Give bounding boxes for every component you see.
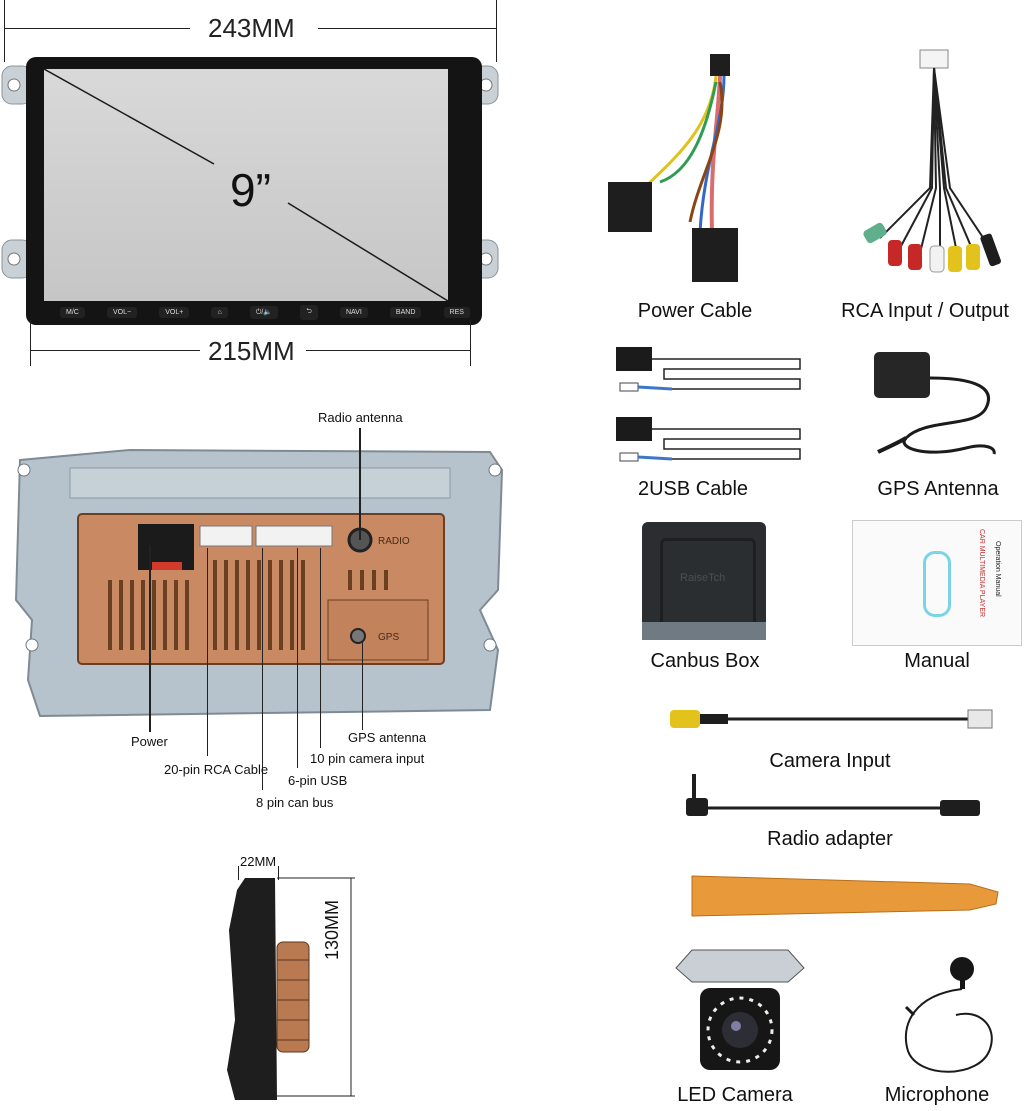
- screen-diagonal: [44, 69, 448, 301]
- radio-antenna-label: Radio antenna: [318, 410, 403, 425]
- rca-line: [207, 548, 208, 756]
- canbus-caption: Canbus Box: [650, 650, 760, 672]
- manual-caption: Manual: [904, 650, 970, 672]
- rear-chassis: [14, 448, 504, 718]
- canbus-box-base: [642, 622, 766, 640]
- vol-up-button[interactable]: VOL+: [159, 306, 190, 318]
- microphone-image: [904, 957, 993, 1073]
- dimension-tick-right: [496, 0, 497, 62]
- dimension-line-right-2: [306, 350, 470, 351]
- width-dimension-label: 243MM: [208, 13, 295, 43]
- microphone-caption: Microphone: [884, 1084, 990, 1106]
- band-button[interactable]: BAND: [389, 306, 422, 318]
- canbus-label: 8 pin can bus: [256, 795, 334, 810]
- home-button[interactable]: ⌂: [211, 306, 228, 318]
- screen-size-label: 9”: [230, 164, 271, 216]
- power-cable-image: [608, 54, 738, 282]
- touch-screen[interactable]: 9”: [44, 69, 448, 301]
- power-mute-button[interactable]: ⏻/🔈: [249, 305, 279, 319]
- dimension-line-right: [318, 28, 496, 29]
- manual-subtitle: Operation Manual: [994, 541, 1001, 597]
- radio-adapter-image: [686, 774, 980, 816]
- manual-cover-graphic: [923, 551, 951, 617]
- inner-width-dimension-label: 215MM: [208, 336, 295, 366]
- dimension-tick-left-2: [30, 320, 31, 366]
- dimension-line-left: [4, 28, 190, 29]
- depth-dimension-label: 22MM: [240, 854, 277, 869]
- dimension-line-left-2: [30, 350, 200, 351]
- camera-input-label: 10 pin camera input: [310, 751, 425, 766]
- usb-line: [297, 548, 298, 768]
- height-dimension-label: 130MM: [322, 899, 342, 960]
- rca-caption: RCA Input / Output: [841, 300, 1009, 322]
- rca-label: 20-pin RCA Cable: [164, 762, 269, 777]
- pry-tool-image: [691, 875, 999, 917]
- vol-down-button[interactable]: VOL−: [106, 306, 138, 318]
- gps-antenna-image: [874, 352, 996, 455]
- gps-caption: GPS Antenna: [877, 478, 999, 500]
- radio-adapter-caption: Radio adapter: [767, 828, 893, 850]
- canbus-brand: RaiseTch: [680, 572, 726, 584]
- power-label: Power: [131, 734, 168, 749]
- rca-cable-image: [863, 49, 1001, 273]
- power-cable-caption: Power Cable: [637, 300, 753, 322]
- gps-antenna-line: [362, 642, 363, 730]
- radio-antenna-line: [359, 428, 361, 540]
- usb-caption: 2USB Cable: [637, 478, 749, 500]
- power-line: [149, 545, 151, 732]
- manual-image: CAR MULTIMEDIA PLAYER Operation Manual: [852, 520, 1022, 646]
- manual-title: CAR MULTIMEDIA PLAYER: [978, 529, 985, 618]
- front-button-row: M/C VOL− VOL+ ⌂ ⏻/🔈 ⮌ NAVI BAND RES: [60, 304, 470, 320]
- back-button[interactable]: ⮌: [300, 304, 318, 320]
- depth-tick-right: [278, 866, 279, 880]
- canbus-box-image: RaiseTch: [642, 522, 766, 640]
- led-camera-image: [675, 949, 805, 1070]
- navi-button[interactable]: NAVI: [339, 306, 368, 318]
- camera-input-cable-image: [670, 709, 993, 729]
- usb-cable-image: [616, 347, 801, 462]
- head-unit-bezel: 9” M/C VOL− VOL+ ⌂ ⏻/🔈 ⮌ NAVI BAND RES: [26, 57, 482, 325]
- camera-line: [320, 548, 321, 748]
- led-camera-caption: LED Camera: [677, 1084, 793, 1106]
- usb-label: 6-pin USB: [288, 773, 348, 788]
- canbus-line: [262, 548, 263, 790]
- res-button[interactable]: RES: [443, 306, 470, 318]
- mc-button[interactable]: M/C: [60, 306, 85, 318]
- radio-silk-label: RADIO: [378, 536, 410, 547]
- camera-input-caption: Camera Input: [769, 750, 891, 772]
- dimension-tick-right-2: [470, 320, 471, 366]
- gps-silk-label: GPS: [378, 632, 400, 643]
- gps-antenna-label: GPS antenna: [348, 730, 427, 745]
- dimension-tick-left: [4, 0, 5, 62]
- side-profile: [227, 877, 355, 1100]
- depth-tick-left: [238, 866, 239, 880]
